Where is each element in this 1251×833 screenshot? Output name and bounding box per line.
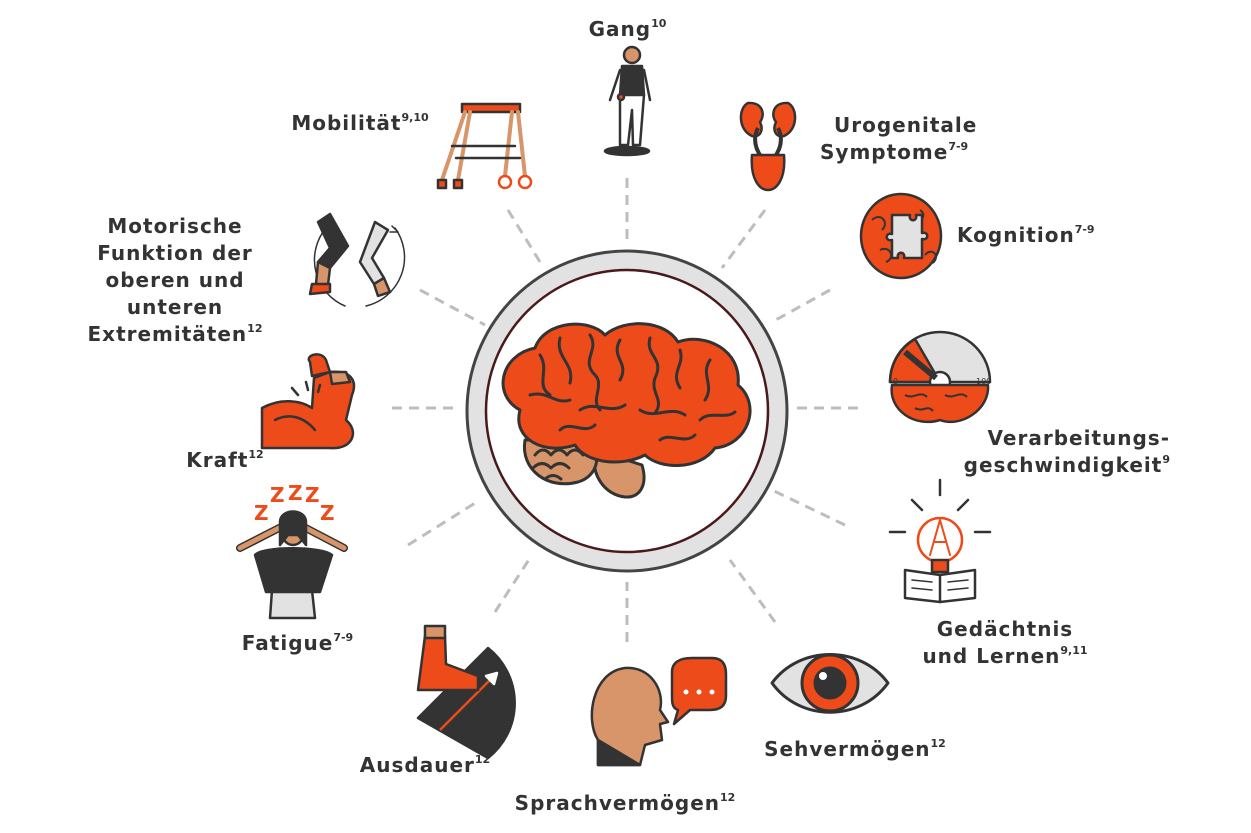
- gauge-max-label: 100: [976, 377, 991, 386]
- label-uro-line2: Symptome: [820, 140, 949, 164]
- label-mobil-ref: 9,10: [401, 111, 429, 124]
- label-sprache-text: Sprachvermögen: [514, 791, 721, 815]
- label-fatigue-ref: 7-9: [333, 631, 354, 644]
- label-kognition-ref: 7-9: [1074, 223, 1095, 236]
- label-kraft: Kraft12: [170, 447, 280, 474]
- limbs-rotation-icon: [308, 212, 406, 307]
- label-uro-ref: 7-9: [948, 140, 969, 153]
- label-motorik-line4: unteren: [126, 295, 224, 319]
- label-motorik-line1: Motorische: [107, 214, 243, 238]
- label-gang-ref: 10: [651, 17, 667, 30]
- label-gang: Gang10: [560, 16, 695, 43]
- label-mobil-text: Mobilität: [291, 111, 402, 135]
- label-motorik-line3: oberen und: [105, 268, 245, 292]
- label-kraft-text: Kraft: [186, 448, 249, 472]
- eye-icon: [770, 653, 890, 714]
- label-motorik-ref: 12: [247, 322, 263, 335]
- label-verarb-line1: Verarbeitungs-: [987, 426, 1170, 450]
- label-fatigue: Fatigue7-9: [215, 630, 380, 657]
- label-kognition-text: Kognition: [957, 223, 1075, 247]
- label-mobil: Mobilität9,10: [280, 110, 440, 137]
- label-ausdauer: Ausdauer12: [340, 752, 510, 779]
- label-motorik-line2: Funktion der: [97, 241, 253, 265]
- label-kraft-ref: 12: [248, 448, 264, 461]
- label-verarb: Verarbeitungs- geschwindigkeit9: [930, 425, 1170, 479]
- svg-text:Z: Z: [305, 483, 320, 507]
- label-verarb-ref: 9: [1162, 453, 1170, 466]
- gauge-min-label: 0: [893, 377, 898, 386]
- label-motorik: Motorische Funktion der oberen und unter…: [70, 213, 280, 348]
- boot-incline-icon: [416, 624, 516, 760]
- label-verarb-line2: geschwindigkeit: [963, 453, 1163, 477]
- label-gedaechtnis-line1: Gedächtnis: [936, 617, 1074, 641]
- label-uro-line1: Urogenitale: [834, 113, 978, 137]
- label-uro: Urogenitale Symptome7-9: [820, 112, 1040, 166]
- label-sehen: Sehvermögen12: [745, 736, 965, 763]
- label-ausdauer-text: Ausdauer: [359, 753, 475, 777]
- flexed-arm-icon: [260, 353, 356, 450]
- tired-woman-icon: Z Z Z Z Z: [236, 481, 348, 620]
- label-gedaechtnis-line2: und Lernen: [922, 644, 1061, 668]
- brain-icon: [501, 322, 752, 499]
- label-gang-text: Gang: [588, 17, 652, 41]
- svg-text:Z: Z: [288, 481, 303, 505]
- label-motorik-line5: Extremitäten: [87, 322, 248, 346]
- label-sprache: Sprachvermögen12: [490, 790, 760, 817]
- brain-speedometer-icon: 0 100: [888, 330, 991, 424]
- label-gedaechtnis: Gedächtnis und Lernen9,11: [900, 616, 1110, 670]
- walking-person-icon: [603, 45, 652, 157]
- walker-frame-icon: [436, 102, 533, 190]
- puzzle-brain-icon: [859, 192, 943, 280]
- label-gedaechtnis-ref: 9,11: [1060, 644, 1088, 657]
- sleep-z-glyphs: Z: [254, 501, 269, 525]
- lightbulb-book-icon: [888, 478, 992, 604]
- label-sprache-ref: 12: [720, 791, 736, 804]
- kidney-bladder-icon: [739, 101, 797, 192]
- svg-text:Z: Z: [320, 501, 335, 525]
- speaking-head-icon: [590, 656, 728, 767]
- label-kognition: Kognition7-9: [957, 222, 1157, 249]
- connector-lines: [392, 178, 858, 642]
- label-fatigue-text: Fatigue: [241, 631, 334, 655]
- label-ausdauer-ref: 12: [474, 753, 491, 766]
- svg-text:Z: Z: [270, 483, 285, 507]
- label-sehen-text: Sehvermögen: [764, 737, 931, 761]
- label-sehen-ref: 12: [930, 737, 946, 750]
